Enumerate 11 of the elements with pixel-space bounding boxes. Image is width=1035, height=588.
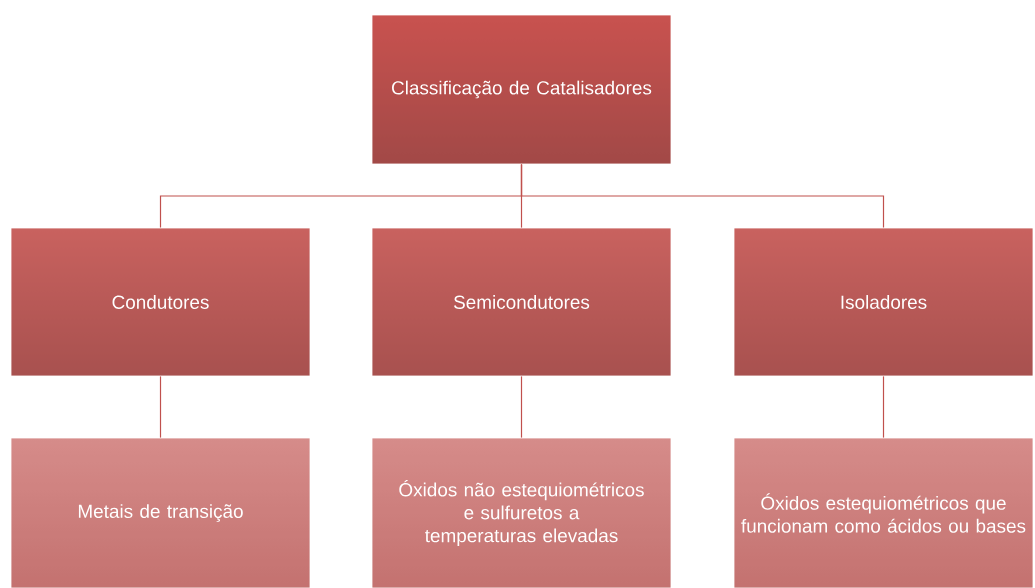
category-box: Condutores [10,227,311,377]
example-box: Óxidos estequiométricos que funcionam como ácidos ou bases [733,437,1034,588]
category-box: Semicondutores [371,227,672,377]
connector-line [159,375,162,439]
category-box: Isoladores [733,227,1034,377]
example-box: Óxidos não estequiométricos e sulfuretos a temperaturas elevadas [371,437,672,588]
title-box: Classificação de Catalisadores [371,14,672,165]
connector-line [882,375,885,439]
connector-line [520,163,885,229]
connector-line [520,375,523,439]
example-box: Metais de transição [10,437,311,588]
